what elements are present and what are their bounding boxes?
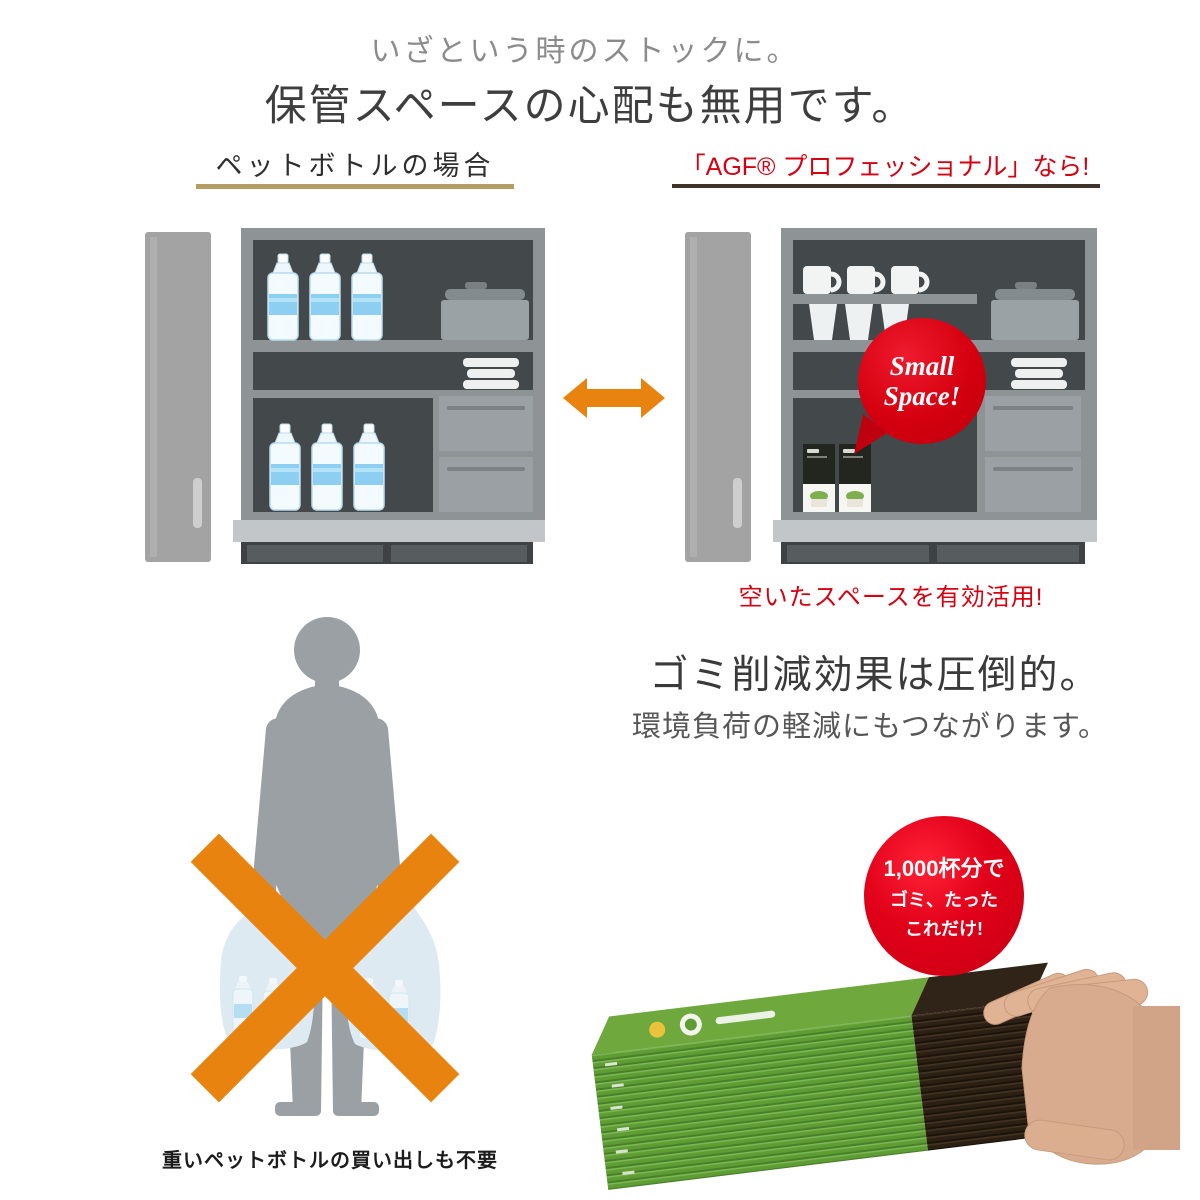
- bubble-line2: Space!: [883, 381, 961, 411]
- swap-arrow-icon: [563, 378, 665, 418]
- right-label-underline: [672, 184, 1100, 188]
- badge-line2: ゴミ、たった: [890, 890, 998, 910]
- x-mark-icon: [190, 833, 460, 1103]
- bowls-icon: [1011, 358, 1067, 389]
- hand: [983, 968, 1180, 1165]
- badge-line3: これだけ!: [905, 919, 983, 939]
- page-title: 保管スペースの心配も無用です。: [264, 82, 916, 129]
- no-heavy-bottles-caption: 重いペットボトルの買い出しも不要: [162, 1150, 498, 1172]
- person-silhouette-illustration: [190, 617, 460, 1116]
- bowls-icon: [463, 358, 519, 389]
- waste-amount-badge: 1,000杯分で ゴミ、たった これだけ!: [864, 816, 1024, 976]
- bubble-line1: Small: [889, 350, 955, 381]
- water-bottle-row-top: [267, 253, 383, 341]
- left-column-label: ペットボトルの場合: [215, 151, 495, 181]
- small-space-bubble: Small Space!: [858, 318, 986, 444]
- pet-bottle-cabinet-illustration: [145, 228, 545, 564]
- hand-with-stack-illustration: [591, 962, 1180, 1190]
- drawers: [985, 396, 1081, 512]
- pot-icon: [441, 282, 529, 340]
- fridge-icon: [145, 232, 211, 562]
- space-usage-caption: 空いたスペースを有効活用!: [738, 584, 1044, 611]
- person-silhouette: [252, 617, 402, 1116]
- fridge-icon: [685, 232, 751, 562]
- badge-line1: 1,000杯分で: [883, 856, 1005, 881]
- eco-subtitle: 環境負荷の軽減にもつながります。: [632, 711, 1108, 743]
- product-box-icon: [803, 444, 871, 512]
- pot-icon: [991, 282, 1079, 340]
- box-edge-logos: [604, 1061, 635, 1176]
- mugs-icon: [803, 266, 930, 294]
- right-column-label: 「AGF® プロフェッショナル」なら!: [680, 153, 1090, 181]
- eco-title: ゴミ削減効果は圧倒的。: [649, 654, 1101, 697]
- header-subtitle: いざという時のストックに。: [370, 35, 800, 68]
- drawers: [439, 396, 533, 512]
- flattened-boxes-stack: [591, 962, 1048, 1190]
- water-bottle-row-bottom: [269, 423, 385, 511]
- left-label-underline: [196, 184, 514, 189]
